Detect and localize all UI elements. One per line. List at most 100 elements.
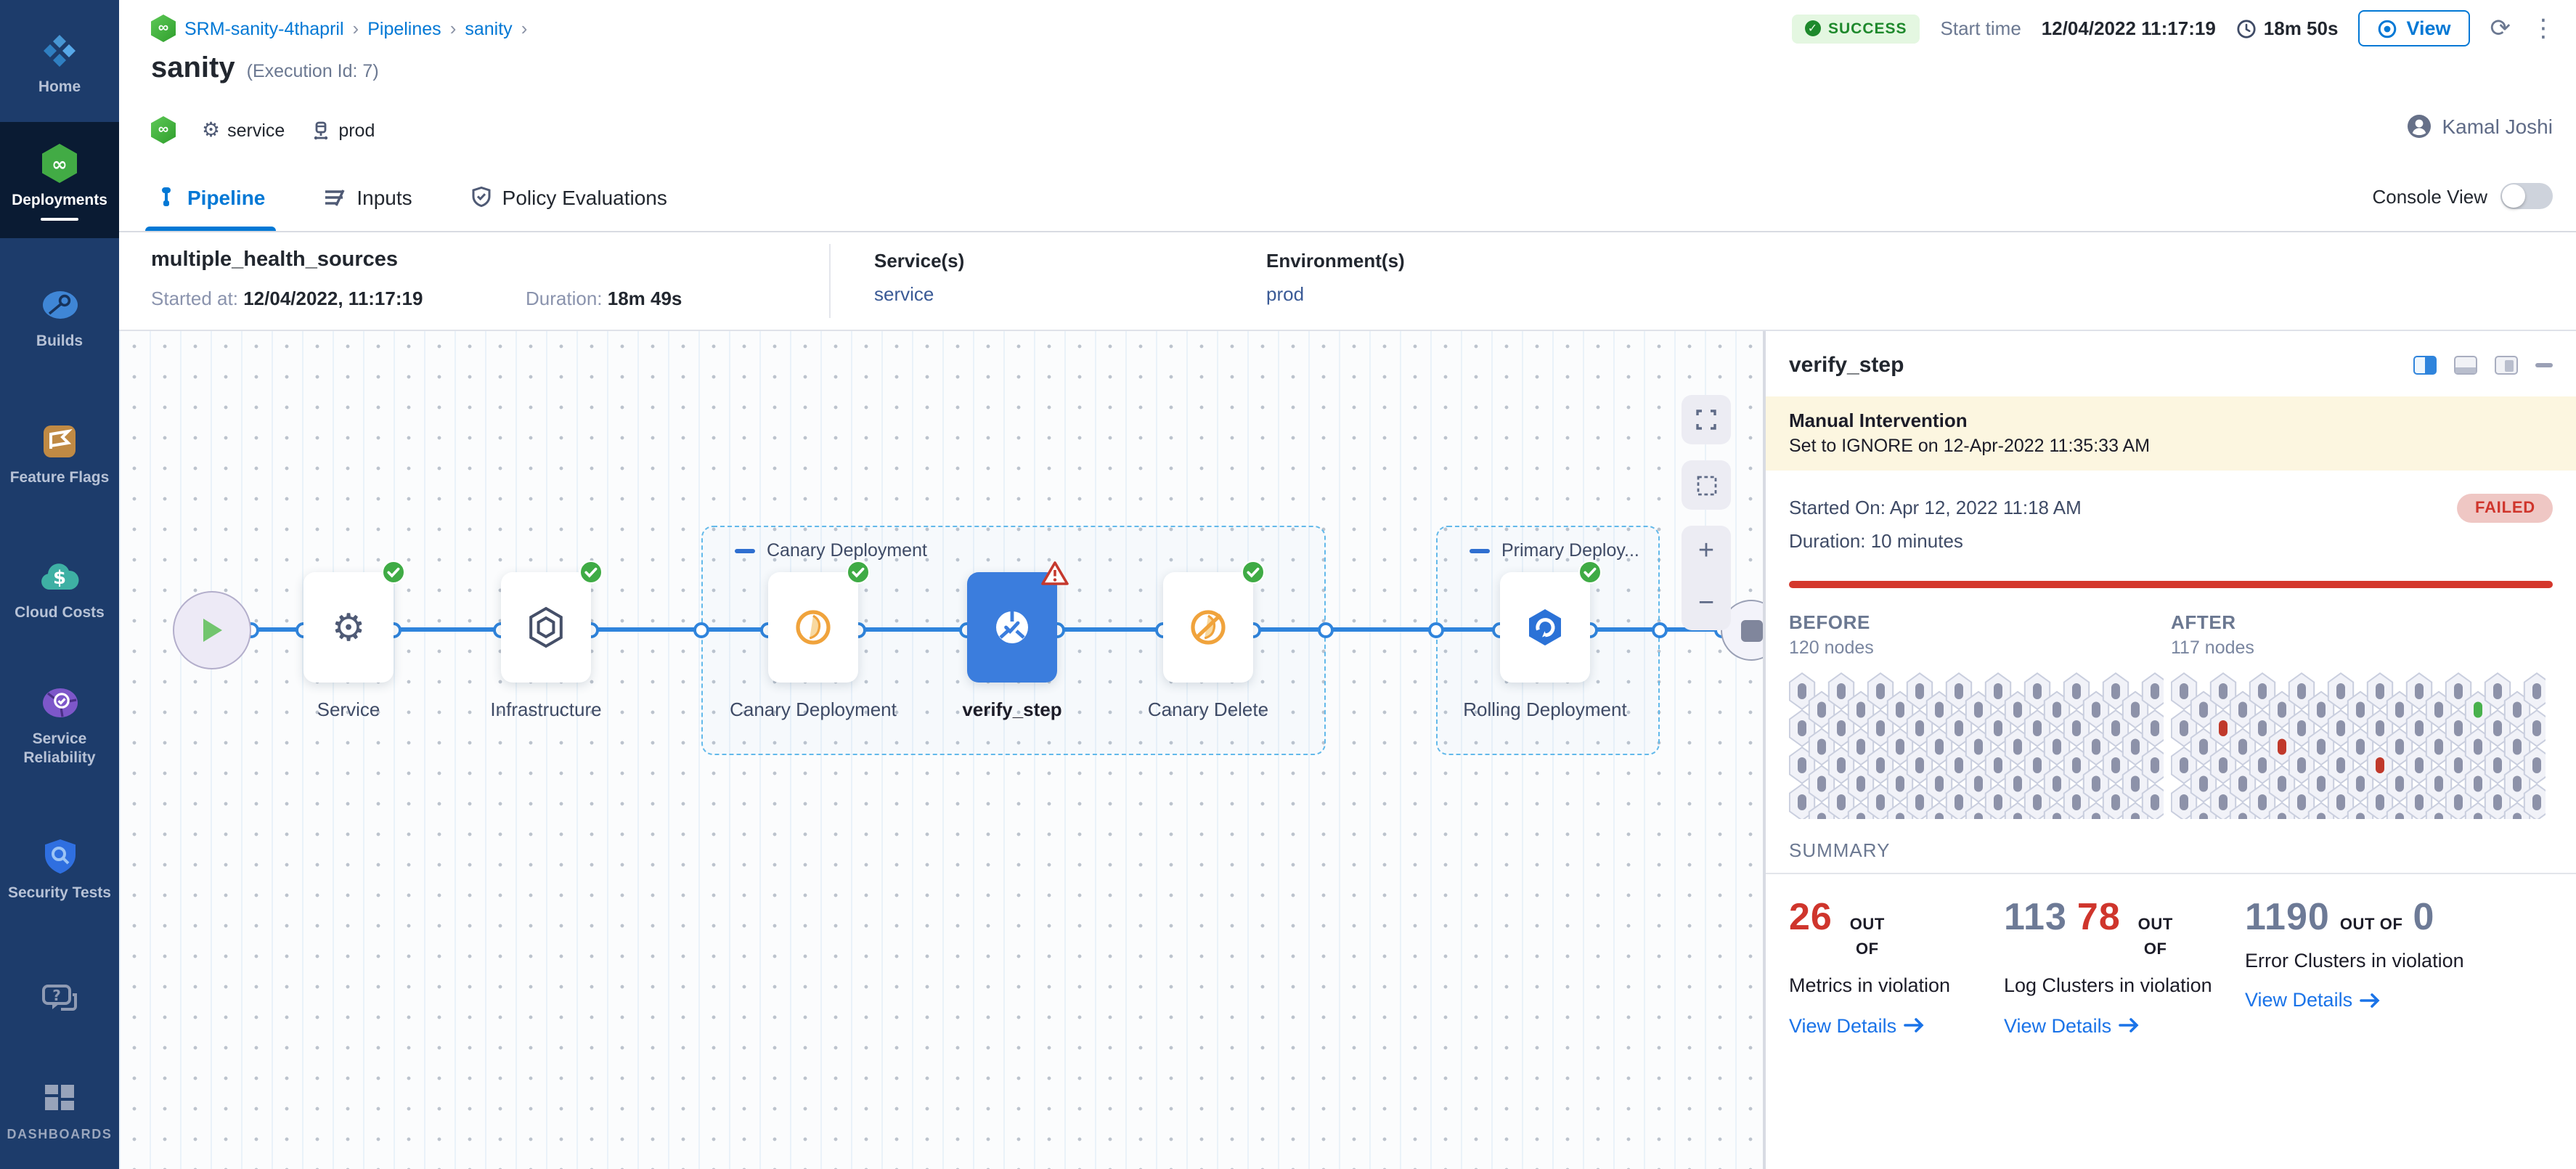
execution-id: (Execution Id: 7): [246, 61, 379, 81]
success-check-icon: [1578, 561, 1602, 584]
warning-icon: [1041, 561, 1069, 587]
started-at: Started at: 12/04/2022, 11:17:19: [151, 288, 423, 309]
layout-float-icon[interactable]: [2495, 356, 2518, 375]
zoom-out-button[interactable]: −: [1697, 588, 1715, 619]
active-underline: [41, 218, 78, 221]
stage-group-title: Canary Deployment: [767, 540, 927, 561]
breadcrumb-pipeline-name[interactable]: sanity: [465, 18, 513, 38]
view-button[interactable]: View: [2358, 10, 2470, 46]
infrastructure-icon: [526, 606, 566, 649]
step-started-on: Started On: Apr 12, 2022 11:18 AM: [1789, 497, 2082, 518]
out-of-label: OUT OF: [2137, 916, 2173, 959]
pipeline-node-infrastructure[interactable]: [501, 561, 603, 683]
failed-badge: FAILED: [2457, 494, 2553, 523]
pipeline-node-verify-step[interactable]: [967, 561, 1069, 683]
sidebar-item-help-chat[interactable]: ?: [0, 977, 119, 1021]
zoom-controls: + −: [1682, 526, 1731, 630]
sidebar-item-feature-flags[interactable]: Feature Flags: [0, 420, 119, 488]
svg-text:∞: ∞: [52, 154, 68, 176]
sidebar-item-builds[interactable]: Builds: [0, 283, 119, 351]
cloud-costs-icon: $: [38, 555, 81, 598]
canary-icon: [793, 607, 833, 648]
sidebar-item-service-reliability[interactable]: Service Reliability: [0, 681, 119, 769]
pipeline-start-node[interactable]: [173, 591, 251, 669]
pipeline-node-canary-delete[interactable]: [1163, 561, 1265, 683]
view-details-link[interactable]: View Details: [2004, 1014, 2222, 1036]
home-icon: [38, 29, 81, 73]
feature-flags-icon: [38, 420, 81, 463]
sidebar-item-home[interactable]: Home: [0, 29, 119, 97]
sidebar-item-security-tests[interactable]: Security Tests: [0, 835, 119, 903]
sidebar-item-label: Cloud Costs: [15, 604, 105, 622]
tab-pipeline[interactable]: Pipeline: [145, 163, 275, 231]
gear-icon: ⚙: [331, 605, 366, 648]
service-link[interactable]: service: [874, 283, 934, 305]
triggered-by: Kamal Joshi: [2405, 113, 2553, 139]
view-details-link[interactable]: View Details: [1789, 1014, 1981, 1036]
tab-policy-evaluations[interactable]: Policy Evaluations: [466, 163, 672, 231]
arrow-right-icon: [1904, 1018, 1924, 1032]
tab-inputs[interactable]: Inputs: [319, 163, 416, 231]
services-column: Service(s) service: [874, 250, 965, 305]
success-check-icon: [1242, 561, 1265, 584]
connector-dot: [1428, 622, 1444, 638]
summary-number: 0: [2413, 894, 2435, 938]
sidebar-item-dashboards[interactable]: DASHBOARDS: [0, 1078, 119, 1144]
eye-icon: [2379, 19, 2397, 38]
console-view-control: Console View: [2372, 183, 2553, 209]
pipeline-node-rolling-deployment[interactable]: [1500, 561, 1602, 683]
pipeline-node-label: Canary Delete: [1147, 698, 1269, 720]
console-view-toggle[interactable]: [2500, 183, 2553, 209]
sidebar-item-cloud-costs[interactable]: $ Cloud Costs: [0, 555, 119, 623]
collapse-group-icon[interactable]: [735, 548, 755, 553]
connector-dot: [1318, 622, 1334, 638]
environment-icon: [314, 121, 328, 139]
success-check-icon: [579, 561, 603, 584]
clock-icon: [2237, 19, 2256, 38]
breadcrumb-pipelines[interactable]: Pipelines: [367, 18, 441, 38]
breadcrumb-project[interactable]: SRM-sanity-4thapril: [184, 18, 344, 38]
minimize-panel-icon[interactable]: [2535, 363, 2553, 367]
view-details-link[interactable]: View Details: [2245, 990, 2503, 1011]
tags-row: ∞ ⚙ service prod: [151, 116, 375, 144]
out-of-label: OUT OF: [2339, 916, 2403, 934]
environment-tag[interactable]: prod: [311, 120, 375, 140]
chevron-right-icon: ›: [449, 17, 457, 39]
play-icon: [203, 619, 222, 642]
layout-right-icon[interactable]: [2413, 356, 2437, 375]
pipeline-node-label: Rolling Deployment: [1463, 698, 1627, 720]
environment-link[interactable]: prod: [1266, 283, 1305, 305]
refresh-icon[interactable]: ⟳: [2490, 15, 2511, 42]
collapse-group-icon[interactable]: [1470, 548, 1490, 553]
deployments-icon: ∞: [38, 142, 81, 186]
verify-icon: [990, 606, 1034, 649]
after-node-grid: [2171, 671, 2553, 819]
sidebar-item-label: Service Reliability: [23, 730, 96, 767]
connector-dot: [693, 622, 709, 638]
chat-icon: ?: [38, 977, 81, 1021]
select-region-button[interactable]: [1682, 460, 1731, 510]
sidebar-item-deployments[interactable]: ∞Deployments: [0, 122, 119, 239]
pipeline-node-canary-deployment[interactable]: [768, 561, 870, 683]
pipeline-node-service[interactable]: ⚙: [303, 561, 405, 683]
stage-group-label: Primary Deploy...: [1470, 540, 1639, 561]
success-check-icon: [382, 561, 405, 584]
pipeline-canvas[interactable]: + − Canary Deployment Primary Deploy... ⚙ S…: [119, 331, 1763, 1169]
service-tag[interactable]: ⚙ service: [202, 118, 285, 141]
chevron-right-icon: ›: [521, 17, 528, 39]
marquee-select-icon: [1696, 475, 1716, 495]
summary-label: SUMMARY: [1789, 839, 1891, 861]
fullscreen-button[interactable]: [1682, 395, 1731, 444]
zoom-in-button[interactable]: +: [1697, 536, 1715, 566]
summary-card-label: Metrics in violation: [1789, 974, 1951, 996]
gear-icon: ⚙: [202, 118, 221, 141]
kebab-menu-icon[interactable]: ⋮: [2531, 15, 2556, 42]
security-tests-icon: [38, 835, 81, 879]
layout-bottom-icon[interactable]: [2454, 356, 2477, 375]
summary-number: 113: [2004, 894, 2067, 938]
pipeline-node-label: Service: [317, 698, 380, 720]
